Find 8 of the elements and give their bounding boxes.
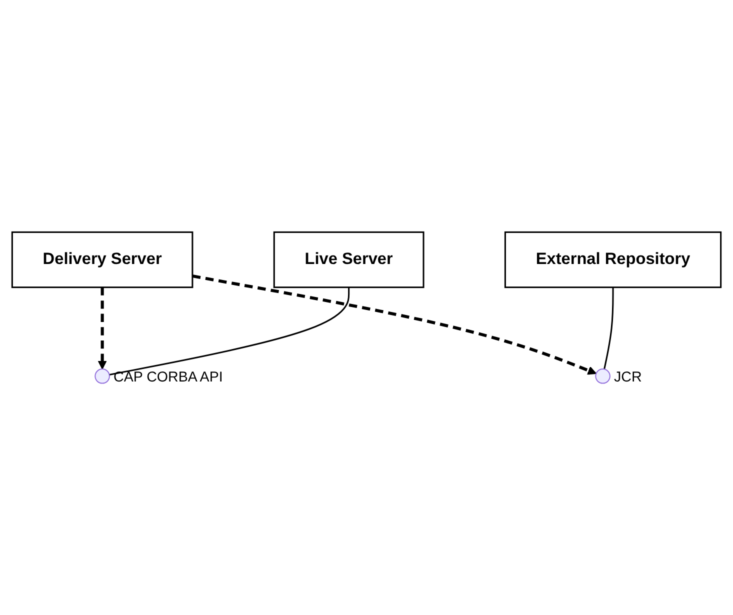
connector: [604, 287, 614, 370]
connector: [109, 287, 350, 376]
interface-label: JCR: [614, 369, 642, 386]
component-box: Live Server: [273, 231, 424, 288]
arrow: [192, 274, 597, 375]
component-box: Delivery Server: [11, 231, 194, 288]
component-box: External Repository: [504, 231, 722, 288]
arrow: [98, 287, 107, 370]
